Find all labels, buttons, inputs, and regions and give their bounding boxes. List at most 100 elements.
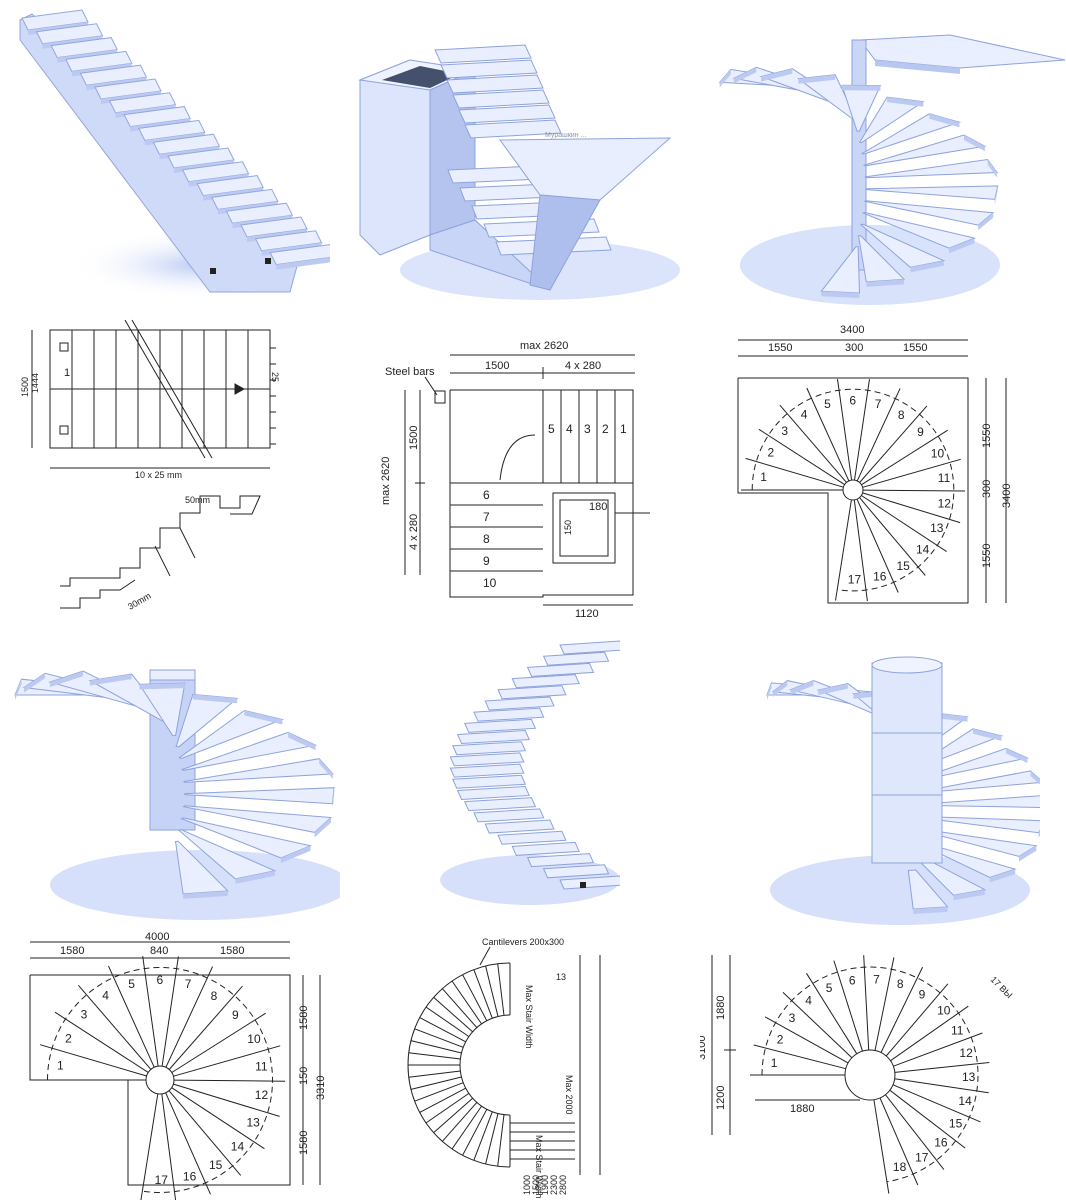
dim-right-overall: 3310 — [315, 1076, 327, 1100]
step-number: 10 — [937, 1004, 951, 1018]
stair-riser — [276, 257, 330, 270]
dim-top-right: 1580 — [220, 945, 244, 957]
dim-left-overall: 3100 — [700, 1036, 708, 1060]
center-post — [145, 1065, 175, 1095]
stair-riser — [280, 845, 311, 863]
stair-tread — [559, 640, 620, 655]
tread-note: 17 ВЫ — [989, 974, 1015, 1000]
stair-tread — [526, 853, 595, 868]
riser-line — [861, 495, 947, 553]
riser-line — [462, 974, 488, 1021]
stair-tread — [434, 44, 532, 64]
riser-line — [168, 985, 243, 1070]
stair-riser — [841, 85, 881, 91]
riser-line — [173, 1079, 286, 1082]
dim-right-top: 1580 — [298, 1006, 310, 1030]
stair-tread — [935, 795, 1040, 808]
stair-tread — [452, 774, 527, 789]
riser-line — [442, 1102, 478, 1142]
riser-line — [410, 1040, 462, 1054]
stair-tread — [559, 875, 620, 890]
stair-tread — [458, 104, 556, 124]
riser-line — [862, 458, 961, 488]
dim-top-right: 1550 — [903, 342, 927, 354]
stair-riser — [989, 869, 1016, 883]
anchor-plate-icon — [580, 882, 586, 888]
stair-tread — [841, 84, 882, 132]
stair-riser — [24, 673, 45, 693]
riser-line — [853, 499, 868, 602]
step-number: 4 — [102, 989, 109, 1003]
step-number: 4 — [805, 994, 812, 1008]
riser-line — [805, 972, 858, 1055]
riser-line — [142, 956, 159, 1067]
opening-height: 150 — [563, 520, 573, 535]
stair-riser — [139, 683, 185, 690]
stair-riser — [973, 728, 1002, 741]
dim-top-left: 1580 — [60, 945, 84, 957]
riser-line — [894, 1062, 990, 1073]
plan-straight-stair: 1500 1444 1 10 x 25 mm 25 50mm 30mm — [20, 318, 330, 628]
stair-tread — [484, 819, 555, 834]
small-dim: 2800 — [558, 1175, 568, 1195]
stair-riser — [773, 680, 788, 697]
step-number: 12 — [255, 1088, 269, 1102]
riser-line — [806, 387, 850, 482]
stair-tread — [860, 113, 962, 155]
step-number: 9 — [917, 425, 924, 439]
stair-riser — [1006, 748, 1028, 763]
small-dim: 2300 — [549, 1175, 559, 1195]
riser-line — [433, 997, 473, 1033]
step-number: 3 — [789, 1011, 796, 1025]
detail-dim: 50mm — [185, 495, 210, 505]
stair-tread — [542, 651, 610, 666]
center-post — [842, 479, 864, 501]
note-top: Max Stair Width — [524, 985, 534, 1049]
riser-line — [419, 1017, 466, 1043]
riser-line — [745, 457, 844, 488]
step-number: 6 — [483, 488, 490, 502]
step-number: 9 — [232, 1008, 239, 1022]
step-number: 8 — [898, 408, 905, 422]
riser-line — [880, 966, 924, 1053]
riser-line — [862, 489, 966, 492]
riser-line — [140, 1093, 159, 1200]
riser-line — [442, 988, 478, 1028]
step-number: 15 — [209, 1158, 223, 1172]
step-number: 12 — [959, 1046, 973, 1060]
stair-riser — [987, 159, 998, 178]
stair-riser — [719, 69, 731, 88]
dim-right-bottom: 1580 — [298, 1131, 310, 1155]
riser-line — [497, 963, 505, 1016]
stair-tread — [862, 134, 987, 167]
walk-line — [47, 966, 273, 1193]
step-number: 3 — [81, 1007, 88, 1021]
stair-tread — [456, 730, 530, 745]
dim-width: 1500 — [20, 377, 30, 397]
step-number: 3 — [781, 424, 788, 438]
riser-line — [837, 379, 853, 481]
riser-line — [782, 992, 853, 1059]
stair-tread — [542, 864, 610, 879]
render-spiral-stair-c — [740, 655, 1040, 930]
riser-line — [173, 1045, 281, 1077]
riser-line — [894, 1078, 989, 1094]
step-number: 5 — [128, 977, 135, 991]
stair-riser — [821, 291, 860, 298]
small-dim: 1500 — [531, 1175, 541, 1195]
step-number: 2 — [768, 446, 775, 460]
step-number: 7 — [483, 510, 490, 524]
anchor-plate-icon — [210, 268, 216, 274]
dim-right-mid: 150 — [298, 1067, 310, 1085]
center-post — [844, 1049, 896, 1101]
riser-line — [885, 1094, 945, 1170]
dim-bottom-right: 1120 — [575, 608, 599, 620]
riser-line — [473, 969, 493, 1019]
stair-tread — [464, 119, 562, 139]
stair-riser — [1030, 770, 1040, 785]
riser-line — [485, 1113, 499, 1165]
riser-line — [39, 1044, 147, 1077]
